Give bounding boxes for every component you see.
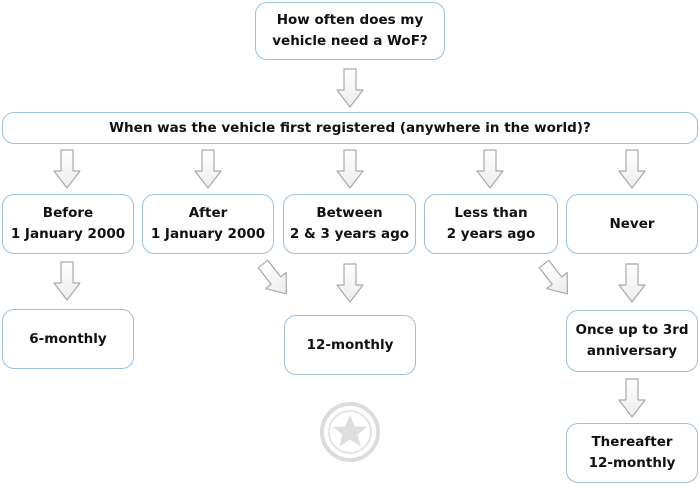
option-before-2000: Before 1 January 2000 — [2, 194, 134, 254]
arrow-down-icon — [336, 263, 364, 303]
arrow-down-icon — [618, 149, 646, 189]
arrow-down-icon — [53, 261, 81, 301]
option-between-line-1: Between — [316, 205, 383, 221]
result-6-monthly-text: 6-monthly — [29, 330, 107, 347]
registration-question-text: When was the vehicle first registered (a… — [109, 119, 591, 136]
question-line-1: How often does my — [276, 12, 424, 28]
result-12-monthly: 12-monthly — [284, 315, 416, 375]
arrow-diagonal-icon — [252, 255, 298, 303]
question-line-2: vehicle need a WoF? — [272, 33, 428, 49]
option-never-line-1: Never — [609, 215, 655, 232]
question-box: How often does my vehicle need a WoF? — [255, 2, 445, 60]
arrow-down-icon — [336, 149, 364, 189]
result-12-monthly-text: 12-monthly — [306, 336, 394, 353]
option-after-2000-line-2: 1 January 2000 — [150, 226, 266, 242]
arrow-down-icon — [618, 378, 646, 418]
result-once-line-1: Once up to 3rd — [575, 322, 689, 338]
option-less-than-line-2: 2 years ago — [446, 226, 536, 242]
result-6-monthly: 6-monthly — [2, 309, 134, 369]
option-after-2000: After 1 January 2000 — [142, 194, 274, 254]
result-thereafter-12-monthly: Thereafter 12-monthly — [566, 423, 698, 483]
result-once-to-3rd-anniversary: Once up to 3rd anniversary — [566, 310, 698, 372]
option-before-2000-line-1: Before — [42, 205, 94, 221]
option-never: Never — [566, 194, 698, 254]
option-after-2000-line-1: After — [188, 205, 228, 221]
result-thereafter-line-2: 12-monthly — [588, 455, 676, 471]
option-between-2-3-years: Between 2 & 3 years ago — [283, 194, 416, 254]
arrow-down-icon — [53, 149, 81, 189]
arrow-down-icon — [336, 68, 364, 108]
option-before-2000-line-2: 1 January 2000 — [10, 226, 126, 242]
result-thereafter-line-1: Thereafter — [591, 434, 673, 450]
registration-question-box: When was the vehicle first registered (a… — [2, 112, 698, 144]
result-once-line-2: anniversary — [586, 343, 678, 359]
arrow-diagonal-icon — [533, 255, 579, 303]
arrow-down-icon — [194, 149, 222, 189]
star-badge-icon — [320, 402, 380, 462]
option-less-than-line-1: Less than — [454, 205, 528, 221]
option-between-line-2: 2 & 3 years ago — [289, 226, 410, 242]
arrow-down-icon — [476, 149, 504, 189]
arrow-down-icon — [618, 263, 646, 303]
option-less-than-2-years: Less than 2 years ago — [424, 194, 558, 254]
